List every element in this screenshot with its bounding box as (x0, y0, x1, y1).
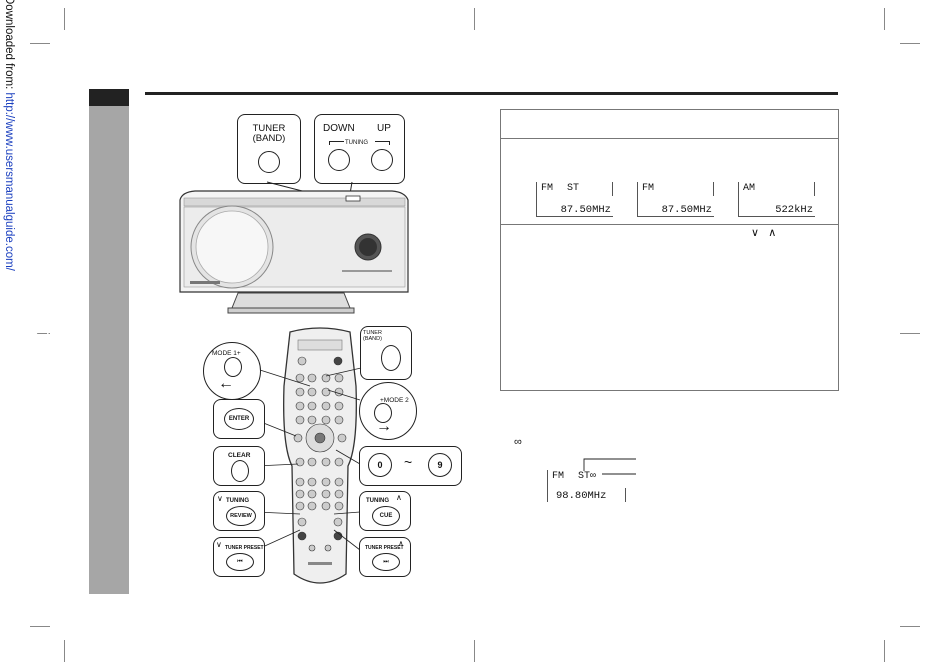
cue-button[interactable]: CUE (372, 506, 400, 526)
review-button[interactable]: REVIEW (226, 506, 256, 526)
skip-forward-icon: ⏭ (383, 558, 389, 565)
display-2-band: FM (642, 183, 655, 194)
preset-down-callout: ∨ TUNER PRESET ⏮ (213, 537, 265, 577)
enter-label: ENTER (228, 416, 250, 422)
display-2-freq: 87.50MHz (661, 204, 712, 216)
tuning-up-chevron-icon: ∧ (396, 493, 402, 502)
tuning-cue-label: TUNING (366, 498, 389, 504)
display-3-freq: 522kHz (775, 204, 813, 216)
tuning-callout: DOWN UP TUNING (314, 114, 405, 184)
tuner-band-button[interactable] (258, 151, 280, 173)
stereo-symbol: ∞ (514, 436, 522, 448)
preset-up-button[interactable]: ⏭ (372, 553, 400, 571)
display-1: FM ST 87.50MHz (536, 182, 613, 217)
mode1-callout: MODE 1+ ← (203, 342, 261, 400)
stereo-display-freq: 98.80MHz (556, 490, 607, 502)
tuner-band-callout: TUNER (BAND) (237, 114, 301, 184)
preset-up-label: TUNER PRESET (365, 545, 404, 551)
clear-label: CLEAR (228, 452, 251, 459)
panel-divider-2 (501, 224, 838, 225)
tuning-arrows: ∨ ∧ (751, 227, 777, 239)
preset-down-button[interactable]: ⏮ (226, 553, 254, 571)
mode1-button[interactable] (224, 357, 242, 377)
mode2-button[interactable] (374, 403, 392, 423)
mode2-label: +MODE 2 (380, 397, 409, 404)
watermark: Downloaded from: http://www.usersmanualg… (3, 0, 15, 271)
watermark-url[interactable]: http://www.usersmanualguide.com/ (3, 92, 15, 271)
instruction-panel: FM ST 87.50MHz FM 87.50MHz AM 522kHz ∨ ∧ (500, 109, 839, 391)
remote-tuner-band-callout: TUNER (BAND) (360, 326, 412, 380)
mode1-label: MODE 1+ (212, 350, 241, 357)
tuning-down-chevron-icon: ∨ (217, 494, 223, 503)
preset-down-chevron-icon: ∨ (216, 540, 222, 549)
sidebar-heading: Bediening voor radio - Luisteren naar de… (20, 180, 61, 520)
preset-up-chevron-icon: ∧ (398, 539, 404, 548)
digit-9-button[interactable]: 9 (428, 453, 452, 477)
preset-up-callout: TUNER PRESET ∧ ⏭ (359, 537, 411, 577)
tuning-label: TUNING (345, 140, 368, 146)
arrow-right-icon: → (376, 418, 392, 435)
arrow-left-icon: ← (218, 375, 234, 392)
sidebar-tab (89, 89, 129, 106)
up-label: UP (377, 123, 391, 134)
stereo-display-stereo: ST∞ (578, 471, 597, 482)
sidebar-title: Bediening voor radio (20, 244, 43, 456)
digit-9-label: 9 (437, 460, 443, 470)
main-unit-drawing (179, 181, 409, 314)
display-1-freq: 87.50MHz (560, 204, 611, 216)
digits-callout: 0 ~ 9 (359, 446, 462, 486)
tuning-up-button[interactable] (371, 149, 393, 171)
down-label: DOWN (323, 123, 355, 134)
display-2-edge (713, 182, 714, 196)
display-3: AM 522kHz (738, 182, 815, 217)
tilde-label: ~ (404, 454, 413, 470)
cue-label: CUE (379, 513, 393, 519)
stereo-display-band: FM (552, 471, 565, 482)
remote-tuner-band-label: TUNER (BAND) (363, 330, 382, 342)
enter-callout: ENTER (213, 399, 265, 439)
remote-tuner-band-button[interactable] (381, 345, 401, 371)
remote-drawing (283, 327, 357, 584)
display-3-edge (814, 182, 815, 196)
panel-divider-1 (501, 138, 838, 139)
preset-down-label: TUNER PRESET (225, 545, 264, 551)
stereo-display-edge (625, 488, 626, 502)
watermark-prefix: Downloaded from: (3, 0, 15, 93)
clear-button[interactable] (231, 460, 249, 482)
display-1-stereo: ST (567, 183, 580, 194)
digit-0-label: 0 (377, 460, 383, 470)
mode2-callout: +MODE 2 → (359, 382, 417, 440)
section-sidebar (89, 89, 129, 594)
display-3-band: AM (743, 183, 756, 194)
skip-back-icon: ⏮ (237, 558, 243, 565)
display-2: FM 87.50MHz (637, 182, 714, 217)
tuning-review-callout: ∨ TUNING REVIEW (213, 491, 265, 531)
stereo-display: FM ST∞ 98.80MHz (547, 470, 626, 502)
tuning-cue-callout: TUNING ∧ CUE (359, 491, 411, 531)
review-label: REVIEW (230, 513, 252, 519)
digit-0-button[interactable]: 0 (368, 453, 392, 477)
clear-callout: CLEAR (213, 446, 265, 486)
enter-button[interactable]: ENTER (224, 408, 254, 430)
tuning-down-button[interactable] (328, 149, 350, 171)
header-rule (145, 92, 838, 95)
stereo-leader-lines (583, 458, 636, 475)
tuning-review-label: TUNING (226, 498, 249, 504)
display-1-band: FM (541, 183, 554, 194)
tuner-band-label: TUNER (BAND) (252, 123, 286, 144)
sidebar-subtitle: - Luisteren naar de radio - (43, 273, 57, 427)
display-1-edge (612, 182, 613, 196)
